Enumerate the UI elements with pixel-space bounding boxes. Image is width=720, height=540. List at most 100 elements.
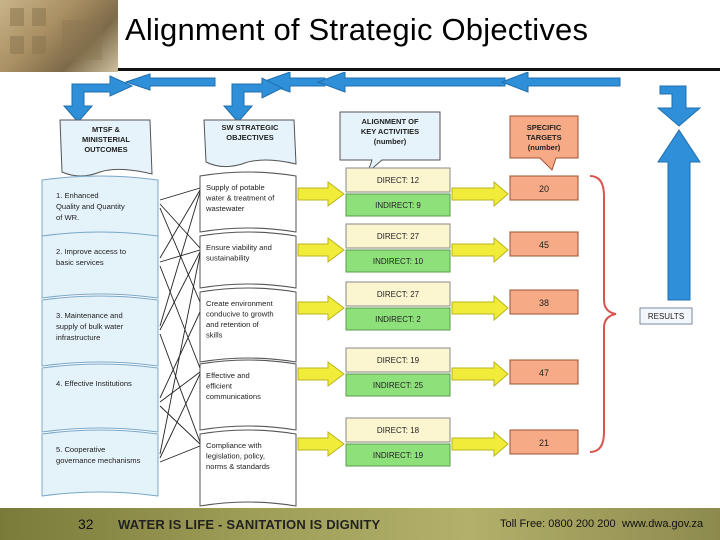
target-value: 47 — [539, 368, 549, 378]
target-value: 21 — [539, 438, 549, 448]
indirect-box — [345, 443, 451, 467]
direct-label: DIRECT: 19 — [377, 356, 420, 365]
yellow-arrow-left — [297, 295, 345, 321]
target-item: 47 — [509, 359, 579, 385]
direct-box — [345, 347, 451, 373]
objective-scroll — [199, 287, 297, 363]
indirect-label: INDIRECT: 10 — [373, 257, 424, 266]
target-box — [509, 175, 579, 201]
yellow-arrow-left — [297, 361, 345, 387]
footer-bar: 32 WATER IS LIFE - SANITATION IS DIGNITY… — [0, 508, 720, 540]
yellow-arrow-right — [451, 180, 509, 208]
corner-arrow-top-right — [656, 85, 702, 127]
indirect-label: INDIRECT: 25 — [373, 381, 424, 390]
header-photo — [0, 0, 118, 72]
target-value: 38 — [539, 298, 549, 308]
website-link[interactable]: www.dwa.gov.za — [622, 518, 704, 530]
results-up-arrow — [657, 129, 701, 301]
toll-free-number: Toll Free: 0800 200 200 — [500, 518, 616, 530]
target-item: 20 — [509, 175, 579, 201]
outcome-label: 4. Effective Institutions — [56, 379, 132, 388]
indirect-label: INDIRECT: 2 — [375, 315, 421, 324]
top-flow-arrows — [62, 72, 702, 301]
indirect-box — [345, 307, 451, 331]
results-bracket — [589, 175, 617, 453]
target-item: 38 — [509, 289, 579, 315]
down-arrow-sw — [222, 77, 284, 123]
activities-column: DIRECT: 12 INDIRECT: 9 DIRECT: 27 INDIRECT:… — [297, 167, 509, 467]
down-arrow-mtsf — [62, 75, 134, 123]
direct-label: DIRECT: 18 — [377, 426, 420, 435]
yellow-arrow-left — [297, 181, 345, 207]
outcome-scroll — [41, 429, 159, 497]
activity-pair: DIRECT: 18 INDIRECT: 19 — [297, 417, 509, 467]
yellow-arrow-right — [451, 430, 509, 458]
results-box: RESULTS — [639, 307, 693, 325]
direct-box — [345, 281, 451, 307]
slide-title: Alignment of Strategic Objectives — [125, 12, 589, 47]
return-arrow-top-far-right — [500, 72, 621, 93]
target-box — [509, 359, 579, 385]
footer-slogan: WATER IS LIFE - SANITATION IS DIGNITY — [118, 517, 381, 532]
page-number: 32 — [78, 516, 94, 532]
indirect-box — [345, 249, 451, 273]
direct-label: DIRECT: 27 — [377, 232, 420, 241]
targets-column: 20 45 38 47 21 — [509, 175, 579, 455]
return-arrow-top-right — [316, 72, 506, 93]
outcome-scroll — [41, 231, 159, 299]
target-box — [509, 289, 579, 315]
outcome-item: 4. Effective Institutions — [41, 363, 159, 433]
target-item: 45 — [509, 231, 579, 257]
yellow-arrow-left — [297, 237, 345, 263]
indirect-box — [345, 193, 451, 217]
target-value: 45 — [539, 240, 549, 250]
direct-box — [345, 417, 451, 443]
target-item: 21 — [509, 429, 579, 455]
svg-text:RESULTS: RESULTS — [648, 312, 684, 321]
direct-label: DIRECT: 27 — [377, 290, 420, 299]
indirect-label: INDIRECT: 9 — [375, 201, 421, 210]
activity-pair: DIRECT: 19 INDIRECT: 25 — [297, 347, 509, 397]
objective-scroll — [199, 171, 297, 233]
title-divider — [118, 68, 720, 71]
target-box — [509, 231, 579, 257]
indirect-label: INDIRECT: 19 — [373, 451, 424, 460]
objective-scroll — [199, 429, 297, 507]
yellow-arrow-right — [451, 294, 509, 322]
yellow-arrow-left — [297, 431, 345, 457]
activity-pair: DIRECT: 27 INDIRECT: 2 — [297, 281, 509, 331]
target-box — [509, 429, 579, 455]
connector-lines — [159, 187, 201, 463]
direct-box — [345, 223, 451, 249]
direct-label: DIRECT: 12 — [377, 176, 420, 185]
yellow-arrow-right — [451, 236, 509, 264]
objective-scroll — [199, 359, 297, 431]
yellow-arrow-right — [451, 360, 509, 388]
